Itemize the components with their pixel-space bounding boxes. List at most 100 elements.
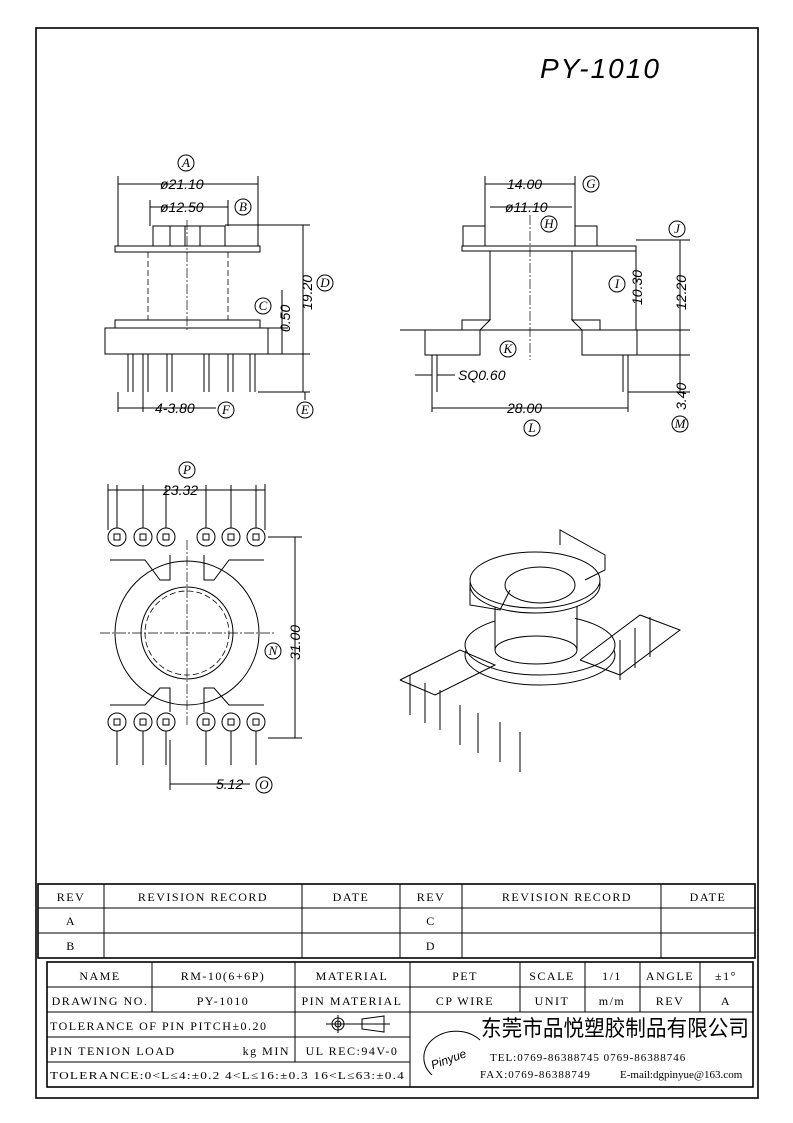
label-M: M [674, 416, 687, 431]
pin-square [252, 718, 260, 726]
pin-pad [221, 527, 241, 547]
rev-header-1: REV [57, 890, 86, 904]
label-K: K [503, 341, 514, 356]
pin-square [139, 533, 147, 541]
dim-A-value: ø21.10 [160, 176, 204, 192]
company-fax: FAX:0769-86388749 [480, 1069, 591, 1081]
pin-square [252, 533, 260, 541]
company-logo: Pinyue [423, 1030, 481, 1076]
dim-P-value: 23.32 [162, 482, 198, 498]
date-header-2: DATE [690, 890, 727, 904]
general-tolerance: TOLERANCE:0<L≤4:±0.2 4<L≤16:±0.3 16<L≤63… [50, 1070, 405, 1082]
label-O: O [259, 777, 269, 792]
label-H: H [543, 216, 554, 231]
side-view: 14.00 ø11.10 SQ0.60 28.00 10.30 12.20 3.… [400, 175, 690, 437]
pin-square [162, 533, 170, 541]
pin-pad [196, 527, 216, 547]
pin-pad [107, 712, 127, 732]
scale-value: 1/1 [602, 969, 622, 983]
company-tel: TEL:0769-86388745 0769-86388746 [490, 1052, 686, 1064]
label-B: B [239, 199, 247, 214]
unit-label: UNIT [535, 994, 570, 1008]
dim-K-value: SQ0.60 [458, 367, 506, 383]
dim-F-value: 4-3.80 [155, 400, 195, 416]
label-A: A [181, 155, 190, 170]
pin-square [113, 533, 121, 541]
material-value: PET [452, 969, 478, 983]
dim-D-value: 19.20 [299, 275, 315, 310]
bottom-view: 23.32 31.00 5.12 P N O [100, 461, 303, 794]
pin-pad [246, 712, 266, 732]
pin-pad [221, 712, 241, 732]
drawing-no-label: DRAWING NO. [52, 994, 149, 1008]
company-name: 东莞市品悦塑胶制品有限公司 [481, 1017, 749, 1042]
rev-label: REV [656, 994, 685, 1008]
pin-pitch-tolerance: TOLERANCE OF PIN PITCH±0.20 [50, 1019, 268, 1033]
pin-material-value: CP WIRE [436, 994, 494, 1008]
rev-row-d: D [426, 939, 436, 953]
pin-square [113, 718, 121, 726]
dim-L-value: 28.00 [506, 400, 542, 416]
label-G: G [586, 176, 596, 191]
revision-record-header-1: REVISION RECORD [138, 890, 268, 904]
dim-O-value: 5.12 [216, 776, 243, 792]
pin-pad [156, 712, 176, 732]
name-label: NAME [79, 969, 120, 983]
dim-I-value: 10.30 [629, 270, 645, 305]
pin-pad [196, 712, 216, 732]
material-label: MATERIAL [316, 969, 389, 983]
rev-row-c: C [426, 914, 436, 928]
title-block: NAME RM-10(6+6P) MATERIAL PET SCALE 1/1 … [46, 961, 754, 1088]
dim-J-value: 12.20 [673, 275, 689, 310]
company-email: E-mail:dgpinyue@163.com [620, 1069, 743, 1081]
label-C: C [259, 298, 268, 313]
pin-pad [246, 527, 266, 547]
part-name: RM-10(6+6P) [181, 969, 266, 983]
pin-square [162, 718, 170, 726]
angle-value: ±1° [715, 969, 737, 983]
pin-pad [156, 527, 176, 547]
pin-square [202, 533, 210, 541]
dim-C-value: 0.50 [277, 305, 293, 332]
angle-label: ANGLE [646, 969, 694, 983]
unit-value: m/m [599, 994, 626, 1008]
pin-pad [133, 527, 153, 547]
logo-text: Pinyue [429, 1046, 469, 1072]
dim-H-value: ø11.10 [505, 199, 548, 215]
rev-row-a: A [66, 914, 76, 928]
rev-value: A [721, 994, 731, 1008]
label-E: E [300, 402, 309, 417]
label-N: N [268, 643, 279, 658]
date-header-1: DATE [333, 890, 370, 904]
label-I: I [614, 276, 620, 291]
drawing-title: PY-1010 [540, 53, 661, 84]
label-F: F [221, 402, 231, 417]
pin-tension-load-label: PIN TENION LOAD [50, 1044, 176, 1058]
isometric-view [399, 529, 682, 772]
front-view: ø21.10 ø12.50 4-3.80 19.20 0.50 A B C D … [104, 154, 334, 419]
pin-square [227, 718, 235, 726]
dim-B-value: ø12.50 [160, 199, 204, 215]
revision-record-header-2: REVISION RECORD [502, 890, 632, 904]
revision-table: REV REVISION RECORD DATE REV REVISION RE… [37, 883, 756, 959]
pin-square [202, 718, 210, 726]
dim-G-value: 14.00 [507, 176, 542, 192]
label-D: D [319, 275, 330, 290]
rev-header-2: REV [417, 890, 446, 904]
rev-row-b: B [66, 939, 76, 953]
sheet-border [35, 27, 759, 1099]
label-J: J [674, 221, 681, 236]
label-L: L [527, 420, 535, 435]
label-P: P [182, 462, 191, 477]
scale-label: SCALE [529, 969, 575, 983]
dim-N-value: 31.00 [287, 625, 303, 660]
pin-square [139, 718, 147, 726]
pin-tension-load-unit: kg MIN [243, 1044, 290, 1058]
pin-square [227, 533, 235, 541]
projection-symbol-icon [326, 1015, 390, 1033]
drawing-no-value: PY-1010 [197, 994, 250, 1008]
pin-pad [133, 712, 153, 732]
pin-pad [107, 527, 127, 547]
